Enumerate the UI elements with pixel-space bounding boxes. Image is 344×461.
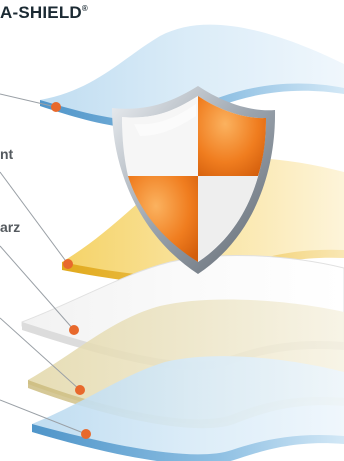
leader-line-2 [0,172,68,264]
marker-dot-3 [69,325,79,335]
marker-dot-1 [51,102,61,112]
marker-dot-5 [81,429,91,439]
marker-dot-2 [63,259,73,269]
marker-dot-4 [75,385,85,395]
